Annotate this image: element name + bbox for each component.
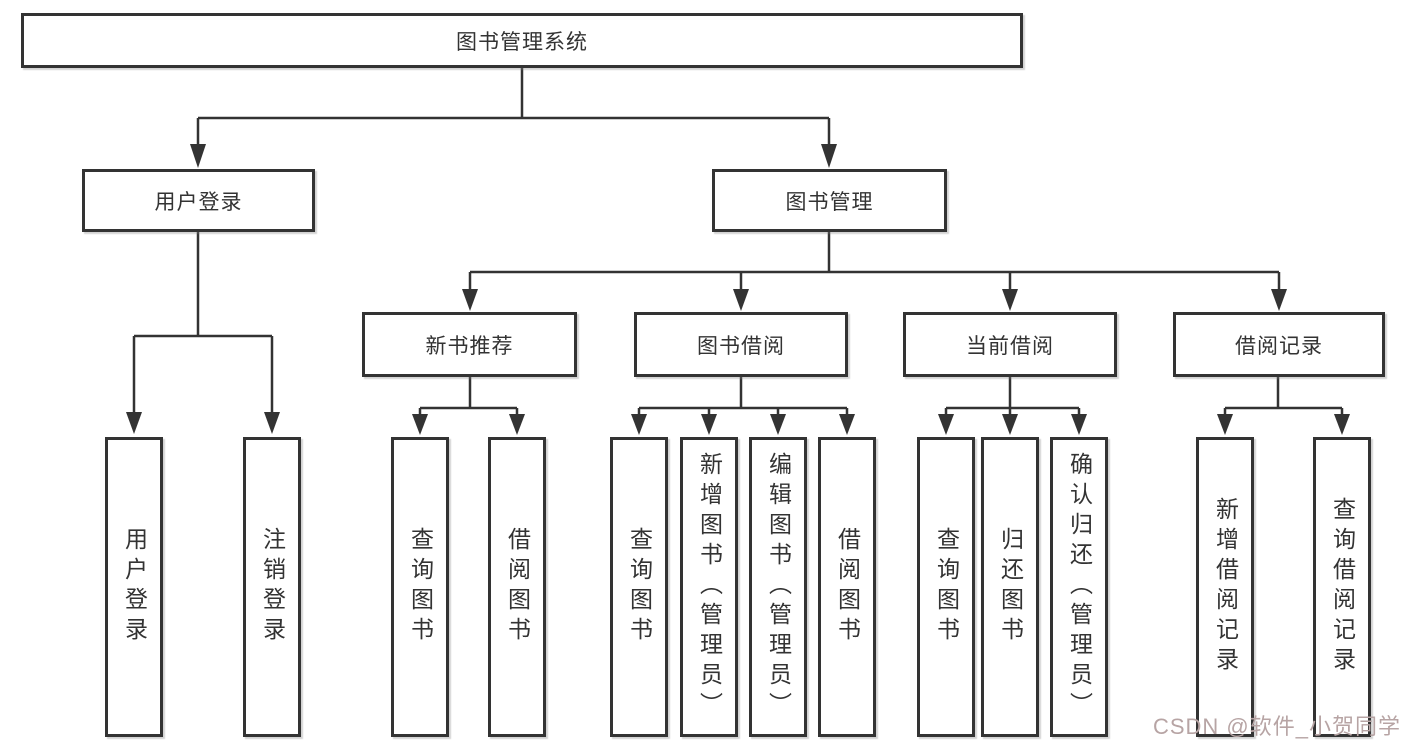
leaf-borrow-edit-admin: 编辑图书（管理员）: [749, 437, 807, 737]
leaf-current-confirm-admin-label: 确认归还（管理员）: [1066, 452, 1093, 722]
node-book-borrow-label: 图书借阅: [697, 334, 785, 358]
leaf-user-login-label: 用户登录: [121, 527, 148, 647]
leaf-record-query: 查询借阅记录: [1313, 437, 1371, 737]
leaf-borrow-add-admin-label: 新增图书（管理员）: [696, 452, 723, 722]
leaf-current-confirm-admin: 确认归还（管理员）: [1050, 437, 1108, 737]
arrowhead-icons: [126, 144, 1350, 435]
leaf-record-add-label: 新增借阅记录: [1212, 497, 1239, 677]
node-root: 图书管理系统: [21, 13, 1023, 68]
node-book-borrow: 图书借阅: [634, 312, 848, 377]
leaf-borrow-edit-admin-label: 编辑图书（管理员）: [765, 452, 792, 722]
node-root-label: 图书管理系统: [456, 30, 588, 54]
leaf-borrow-query: 查询图书: [610, 437, 668, 737]
leaf-newbook-query-label: 查询图书: [407, 527, 434, 647]
node-new-book-recommend-label: 新书推荐: [425, 334, 514, 358]
node-borrow-records: 借阅记录: [1173, 312, 1385, 377]
leaf-logout: 注销登录: [243, 437, 301, 737]
node-book-management-label: 图书管理: [785, 190, 874, 214]
leaf-record-query-label: 查询借阅记录: [1329, 497, 1356, 677]
leaf-newbook-query: 查询图书: [391, 437, 449, 737]
leaf-borrow-book-label: 借阅图书: [834, 527, 861, 647]
leaf-user-login: 用户登录: [105, 437, 163, 737]
leaf-borrow-query-label: 查询图书: [626, 527, 653, 647]
leaf-borrow-add-admin: 新增图书（管理员）: [680, 437, 738, 737]
node-borrow-records-label: 借阅记录: [1235, 334, 1323, 358]
leaf-current-query: 查询图书: [917, 437, 975, 737]
node-current-borrow: 当前借阅: [903, 312, 1117, 377]
leaf-current-query-label: 查询图书: [933, 527, 960, 647]
leaf-newbook-borrow: 借阅图书: [488, 437, 546, 737]
leaf-borrow-book: 借阅图书: [818, 437, 876, 737]
leaf-newbook-borrow-label: 借阅图书: [504, 527, 531, 647]
node-user-login-label: 用户登录: [154, 190, 243, 214]
leaf-current-return-label: 归还图书: [997, 527, 1024, 647]
node-current-borrow-label: 当前借阅: [966, 334, 1054, 358]
csdn-watermark: CSDN @软件_小贺同学: [1152, 714, 1401, 739]
node-new-book-recommend: 新书推荐: [362, 312, 577, 377]
node-book-management: 图书管理: [712, 169, 947, 232]
leaf-current-return: 归还图书: [981, 437, 1039, 737]
leaf-record-add: 新增借阅记录: [1196, 437, 1254, 737]
leaf-logout-label: 注销登录: [259, 527, 286, 647]
node-user-login: 用户登录: [82, 169, 315, 232]
